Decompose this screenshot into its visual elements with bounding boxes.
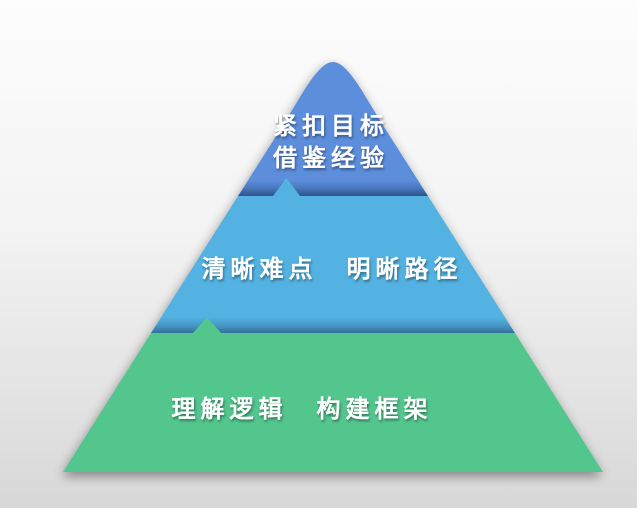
- pyramid-tier-bottom: [63, 317, 603, 472]
- tier-top-bottom-edge-shading: [238, 180, 428, 196]
- tier-middle-label: 清晰难点 明晰路径: [202, 255, 463, 283]
- pyramid-tier-top: [238, 62, 428, 196]
- tier-top-label-line2: 借鉴经验: [272, 144, 389, 172]
- pyramid-body: [63, 62, 603, 472]
- pyramid-labels: 紧扣目标 借鉴经验 清晰难点 明晰路径 理解逻辑 构建框架: [172, 112, 463, 423]
- tier-bottom-label: 理解逻辑 构建框架: [172, 395, 433, 423]
- tier-middle-bottom-edge-shading: [151, 317, 515, 333]
- tier-top-label-line1: 紧扣目标: [273, 112, 389, 140]
- pyramid-tier-middle: [151, 178, 515, 333]
